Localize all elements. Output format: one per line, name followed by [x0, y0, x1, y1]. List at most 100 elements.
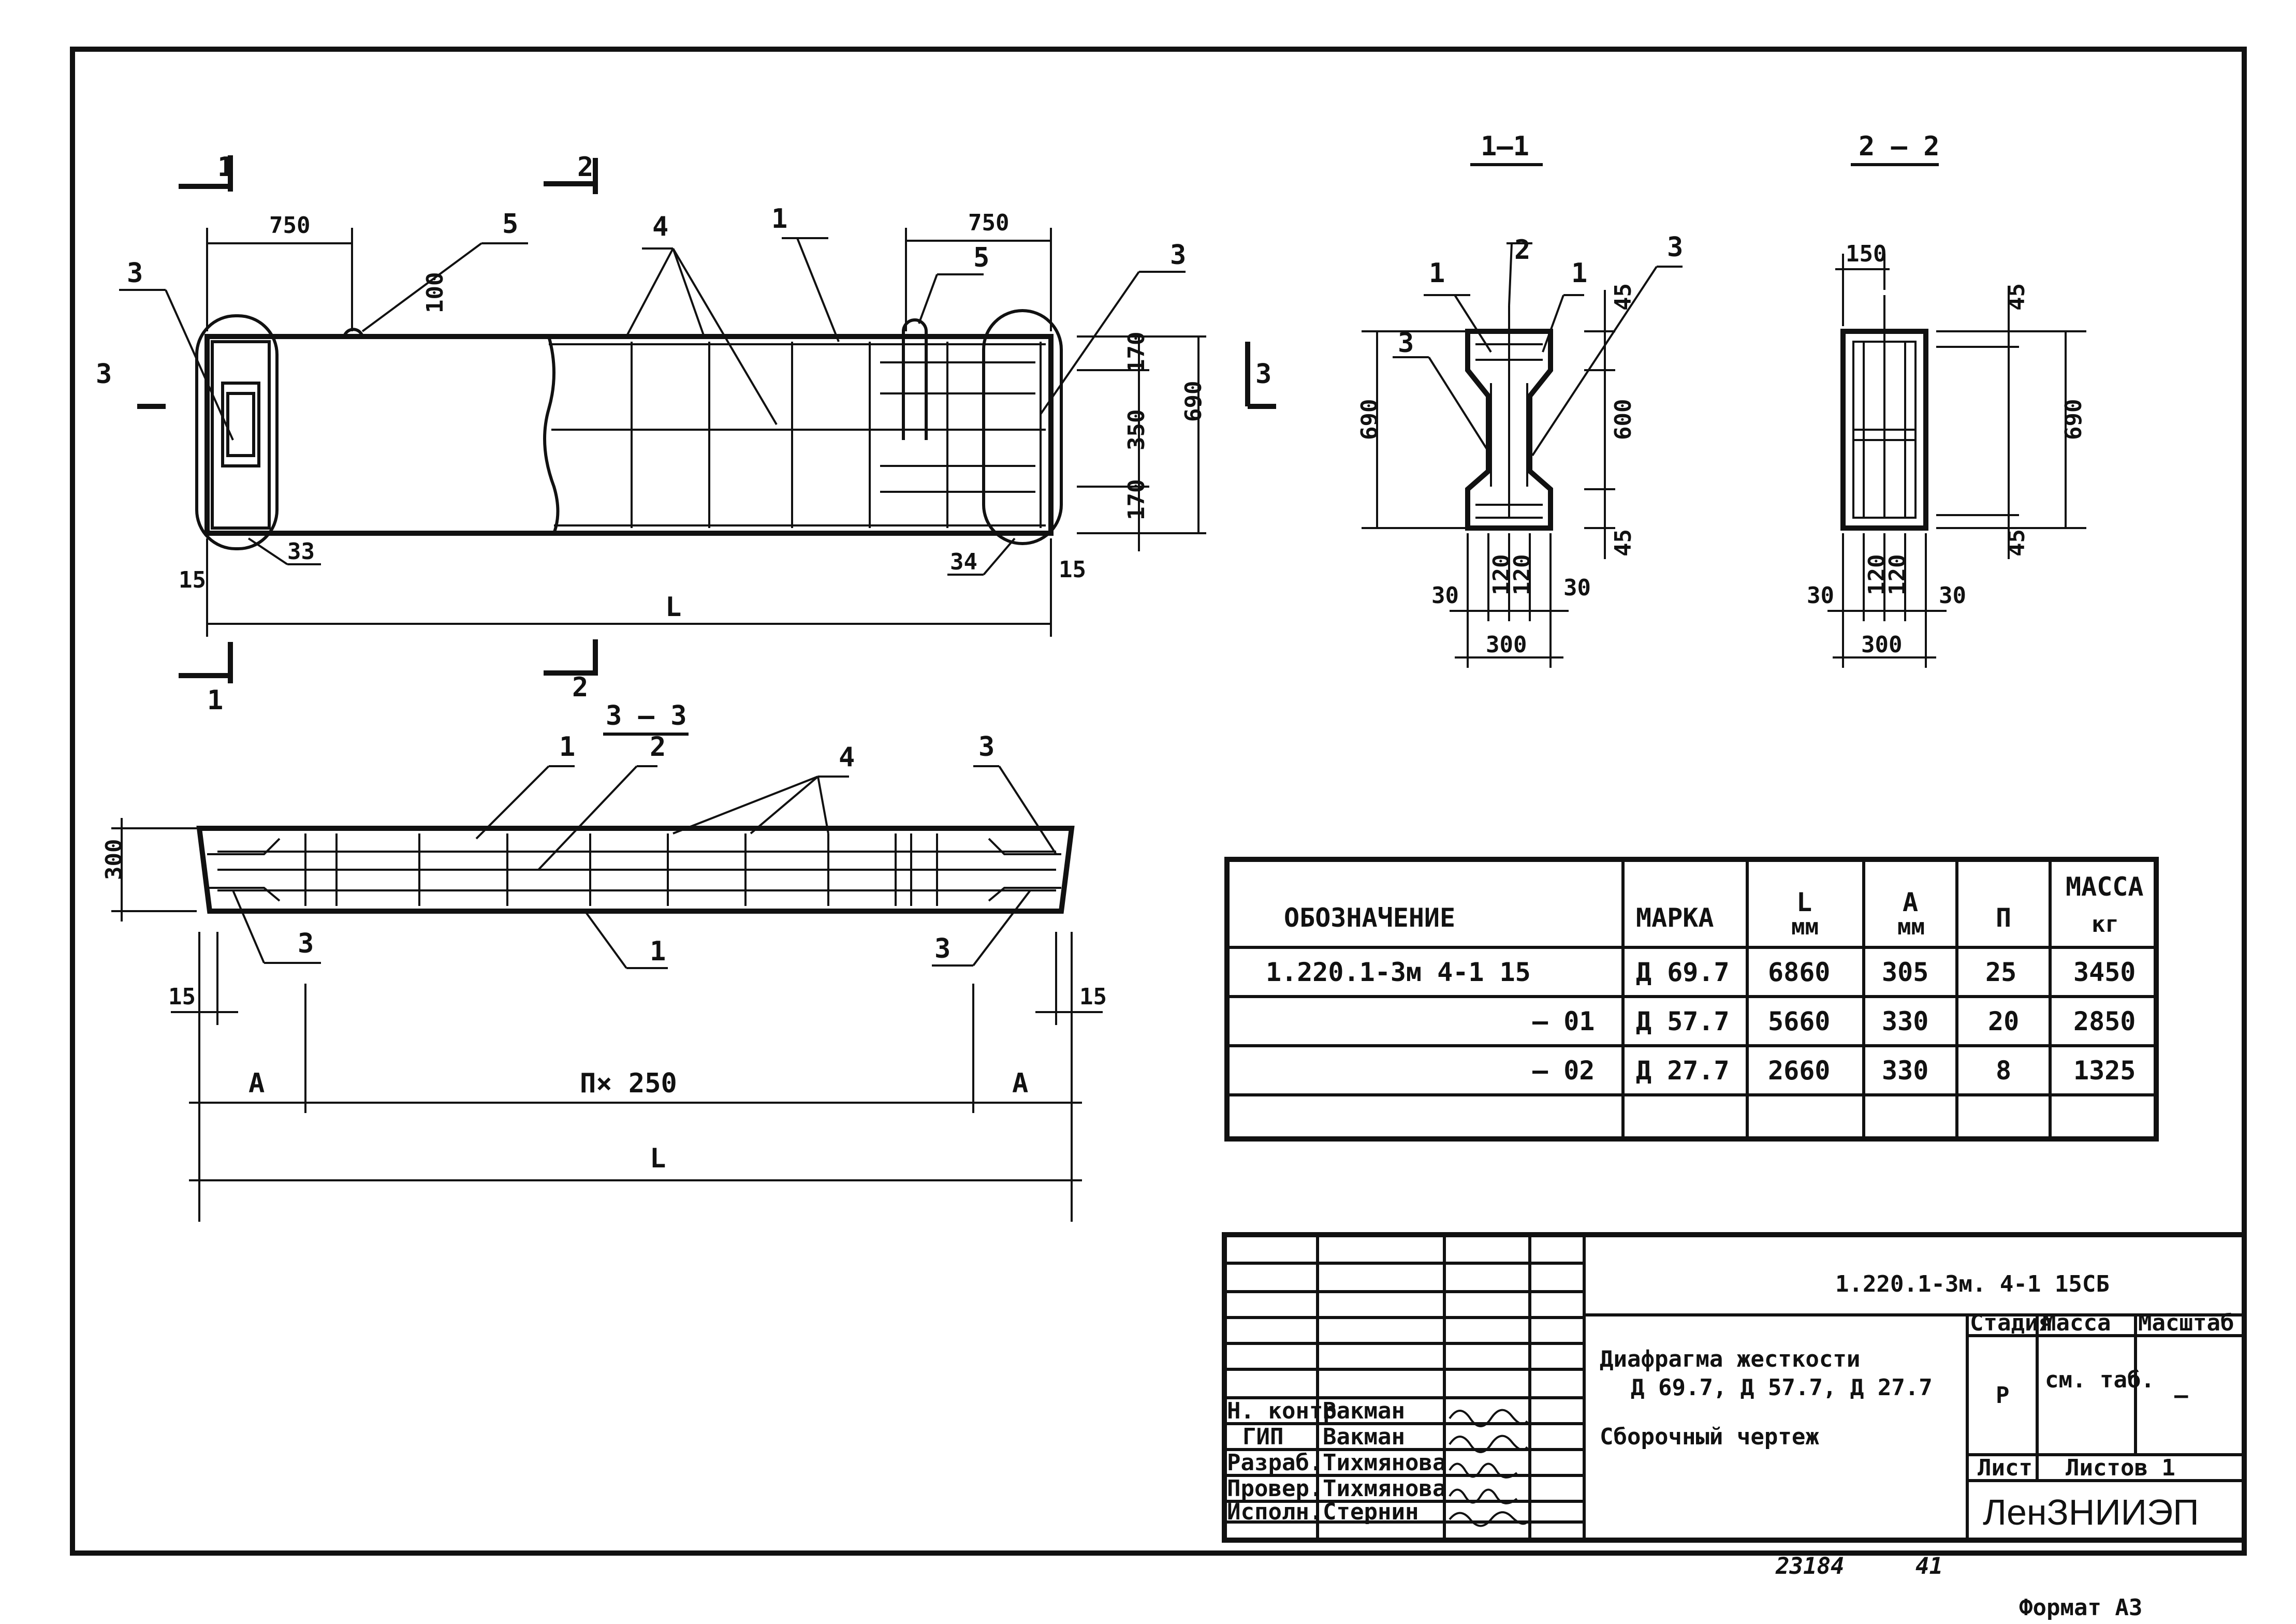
title-block-line-3: Сборочный чертеж — [1600, 1424, 1819, 1450]
section-1-1-callout-3b: 3 — [1667, 232, 1683, 263]
dim-15-left: 15 — [179, 567, 206, 593]
page-note: 23184 — [1775, 1553, 1844, 1579]
handwritten-signatures — [1449, 1409, 1528, 1527]
callout-1: 1 — [771, 203, 787, 235]
title-block-line-2: Д 69.7, Д 57.7, Д 27.7 — [1631, 1374, 1933, 1401]
section-1-1-dim-30-right: 30 — [1563, 575, 1591, 601]
title-block-line-1: Диафрагма жесткости — [1600, 1346, 1860, 1372]
dim-170-top: 170 — [1123, 332, 1150, 373]
table-header-L: L — [1796, 887, 1812, 917]
table-row-3-A: 330 — [1882, 1056, 1928, 1086]
section-1-1-dim-600: 600 — [1610, 399, 1636, 440]
section-1-1-dim-45-bottom: 45 — [1610, 529, 1636, 557]
signature-role-4: Провер. — [1227, 1475, 1323, 1502]
callout-3-left: 3 — [127, 258, 143, 289]
dim-690-elevation: 690 — [1180, 381, 1207, 422]
section-mark-1-bottom: 1 — [207, 685, 223, 716]
title-block-stage-header: Стадия — [1970, 1310, 2052, 1336]
table-header-mark: МАРКА — [1636, 903, 1714, 933]
title-block-stage: Р — [1996, 1382, 2010, 1409]
table-header-n: П — [1996, 903, 2011, 933]
plan-callout-1-top: 1 — [559, 731, 575, 763]
dim-350: 350 — [1123, 409, 1150, 450]
section-1-1: 1—1 — [1356, 131, 1683, 668]
section-1-1-dim-120b: 120 — [1509, 554, 1535, 595]
table-row-2-mark: Д 57.7 — [1636, 1006, 1730, 1036]
dim-750-left: 750 — [269, 212, 310, 239]
table-row-3-n: 8 — [1996, 1056, 2011, 1086]
plan-3-3-title: 3 — 3 — [606, 700, 687, 731]
spec-table: ОБОЗНАЧЕНИЕ МАРКА L мм А мм П МАССА кг 1… — [1224, 857, 2159, 1142]
section-2-2-dim-45-bottom: 45 — [2003, 529, 2030, 557]
callout-5-left: 5 — [502, 209, 518, 240]
plan-dim-A-left: А — [248, 1068, 265, 1099]
section-2-2-dim-150: 150 — [1846, 241, 1886, 267]
title-block-doc-code: 1.220.1-3м. 4-1 15СБ — [1835, 1271, 2110, 1297]
plan-dim-15-left: 15 — [168, 984, 196, 1010]
title-block-scale: — — [2174, 1382, 2188, 1409]
plan-callout-3-bottom-left: 3 — [298, 928, 314, 959]
plan-callout-2: 2 — [650, 731, 666, 763]
table-row-3-mass: 1325 — [2073, 1056, 2136, 1086]
section-1-1-title: 1—1 — [1481, 131, 1529, 162]
plan-dim-L: L — [650, 1143, 666, 1174]
table-unit-A: мм — [1897, 914, 1925, 940]
drawing-frame — [70, 47, 2247, 1556]
title-block-sheets-label: Листов 1 — [2066, 1455, 2175, 1481]
table-row-2-code: — 01 — [1532, 1006, 1595, 1036]
table-header-code: ОБОЗНАЧЕНИЕ — [1284, 903, 1455, 933]
plan-dim-300: 300 — [101, 839, 127, 880]
callout-5-right: 5 — [973, 242, 989, 273]
section-2-2-dim-120b: 120 — [1884, 554, 1911, 595]
table-row-1-L: 6860 — [1768, 957, 1830, 987]
dim-100: 100 — [422, 272, 448, 313]
callout-33: 33 — [287, 538, 315, 565]
signature-name-4: Тихмянова — [1323, 1475, 1446, 1502]
plan-dim-n-x-250: П× 250 — [580, 1068, 677, 1099]
signature-role-3: Разраб. — [1227, 1450, 1323, 1476]
table-row-3-L: 2660 — [1768, 1056, 1830, 1086]
plan-callout-3-bottom-right: 3 — [934, 933, 950, 964]
title-block-scale-header: Масштаб — [2138, 1310, 2234, 1336]
callout-3-right: 3 — [1170, 240, 1186, 271]
sheet-number: 41 — [1915, 1553, 1943, 1579]
section-mark-3-left: 3 — [96, 359, 112, 390]
section-2-2-dim-120a: 120 — [1864, 554, 1890, 595]
signature-name-5: Стернин — [1323, 1499, 1418, 1525]
section-1-1-dim-45-top: 45 — [1610, 283, 1636, 311]
plan-dim-A-right: А — [1012, 1068, 1028, 1099]
plan-callout-1-bottom: 1 — [650, 936, 666, 967]
plan-3-3: 3 — 3 — [101, 700, 1107, 1222]
table-row-2-A: 330 — [1882, 1006, 1928, 1036]
table-unit-L: мм — [1791, 914, 1819, 940]
section-1-1-callout-1b: 1 — [1571, 258, 1587, 289]
table-unit-mass: кг — [2092, 911, 2119, 938]
table-row-3-code: — 02 — [1532, 1056, 1595, 1086]
callout-34: 34 — [950, 549, 977, 575]
section-2-2-dim-690: 690 — [2060, 399, 2087, 440]
title-block-sheet-label: Лист — [1978, 1455, 2032, 1481]
title-block: 1.220.1-3м. 4-1 15СБ Диафрагма жесткости… — [1222, 1232, 2247, 1543]
table-row-1-code: 1.220.1-3м 4-1 15 — [1266, 957, 1531, 987]
title-block-mass: см. таб. — [2045, 1367, 2155, 1393]
table-row-2-L: 5660 — [1768, 1006, 1830, 1036]
elevation-view: 1 1 2 2 3 3 750 750 100 15 15 L — [96, 152, 1276, 716]
section-2-2-dim-30-left: 30 — [1807, 582, 1834, 609]
section-2-2-dim-300: 300 — [1861, 632, 1902, 658]
section-2-2: 2 — 2 150 45 6 — [1807, 131, 2087, 668]
title-block-mass-header: Масса — [2042, 1310, 2111, 1336]
section-1-1-callout-2: 2 — [1514, 235, 1530, 266]
signature-name-1: Вакман — [1323, 1398, 1405, 1424]
section-1-1-dim-30-left: 30 — [1431, 582, 1459, 609]
table-row-1-mark: Д 69.7 — [1636, 957, 1730, 987]
title-block-org: ЛенЗНИИЭП — [1983, 1492, 2199, 1532]
plan-callout-4: 4 — [839, 742, 855, 773]
table-row-2-n: 20 — [1988, 1006, 2019, 1036]
dim-750-right: 750 — [968, 210, 1009, 236]
signature-name-2: Вакман — [1323, 1424, 1405, 1450]
section-1-1-dim-690: 690 — [1356, 399, 1383, 440]
dim-170-bottom: 170 — [1123, 479, 1150, 520]
section-1-1-callout-3a: 3 — [1398, 328, 1414, 359]
signature-role-2: ГИП — [1242, 1424, 1283, 1450]
